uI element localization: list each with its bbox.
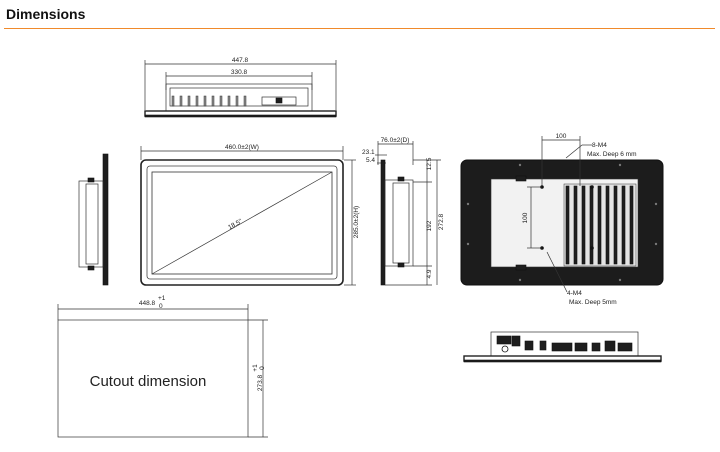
dim-front-width: 460.0±2(W): [225, 144, 259, 151]
bottom-io-view: [463, 331, 662, 363]
dim-outer-width: 447.8: [232, 57, 249, 64]
dim-192: 192: [426, 220, 433, 231]
cutout-height-tol-zero: 0: [259, 366, 266, 370]
cutout-width-tol-zero: 0: [159, 303, 163, 310]
screw-top-note: Max. Deep 6 mm: [587, 151, 637, 158]
dim-5-4: 5.4: [366, 157, 375, 164]
section-header: Dimensions: [0, 0, 720, 30]
left-bezel: [102, 153, 109, 286]
cutout-height: 273.8: [257, 374, 264, 391]
cutout-height-tol-plus: +1: [252, 364, 259, 372]
io-port-serial-1: [551, 342, 573, 352]
dim-4-9: 4.9: [426, 269, 433, 278]
dim-front-height: 285.0±2(H): [353, 206, 360, 238]
leader-bottom-screws: [546, 251, 568, 293]
front-view: 460.0±2(W) 18.5" 285.0±2(H): [140, 144, 360, 286]
header-divider: [4, 28, 715, 29]
dim-272-8: 272.8: [438, 213, 445, 230]
rear-view: 100 100 8-M4 Max. Deep 6 mm 4-M4 Max. De…: [460, 133, 664, 306]
dim-23-1: 23.1: [362, 149, 375, 156]
screw-top-spec: 8-M4: [592, 142, 607, 149]
io-port-lan: [617, 342, 633, 352]
dim-100-horizontal: 100: [556, 133, 567, 140]
dim-12-5: 12.5: [426, 157, 433, 170]
cutout-rect: [57, 319, 249, 438]
io-dc-jack: [501, 345, 509, 353]
cutout-width: 448.8: [139, 300, 156, 307]
rear-heatsink-fins: [565, 185, 634, 265]
display-area: [151, 171, 333, 275]
diagonal-line: [151, 171, 333, 275]
left-housing: [78, 180, 104, 268]
dim-depth: 76.0±2(D): [381, 137, 410, 144]
io-port-serial-2: [574, 342, 588, 352]
cutout-label: Cutout dimension: [90, 373, 207, 390]
front-bezel: [140, 159, 344, 286]
rear-screw-holes: [466, 163, 658, 282]
leader-top-screws: [565, 144, 583, 159]
dim-100-vertical: 100: [522, 212, 529, 223]
section-title: Dimensions: [6, 6, 86, 22]
screw-bottom-spec: 4-M4: [567, 290, 582, 297]
left-side-view: [78, 153, 109, 286]
dim-inner-width: 330.8: [231, 69, 248, 76]
cutout-view: 448.8 +1 0 Cutout dimension 273.8 +1 0: [57, 295, 268, 438]
io-port-1: [496, 335, 512, 345]
cutout-width-tol-plus: +1: [158, 295, 166, 302]
io-port-2: [511, 335, 521, 347]
screw-bottom-note: Max. Deep 5mm: [569, 299, 617, 306]
top-connector: [261, 96, 297, 106]
top-view: 447.8 330.8: [144, 57, 337, 118]
top-heatsink-fins: [171, 95, 247, 107]
side-view: 76.0±2(D) 23.1 5.4 12.5 192 4.9 272.8: [362, 137, 445, 286]
side-bezel: [380, 159, 386, 286]
io-port-3: [524, 340, 534, 351]
